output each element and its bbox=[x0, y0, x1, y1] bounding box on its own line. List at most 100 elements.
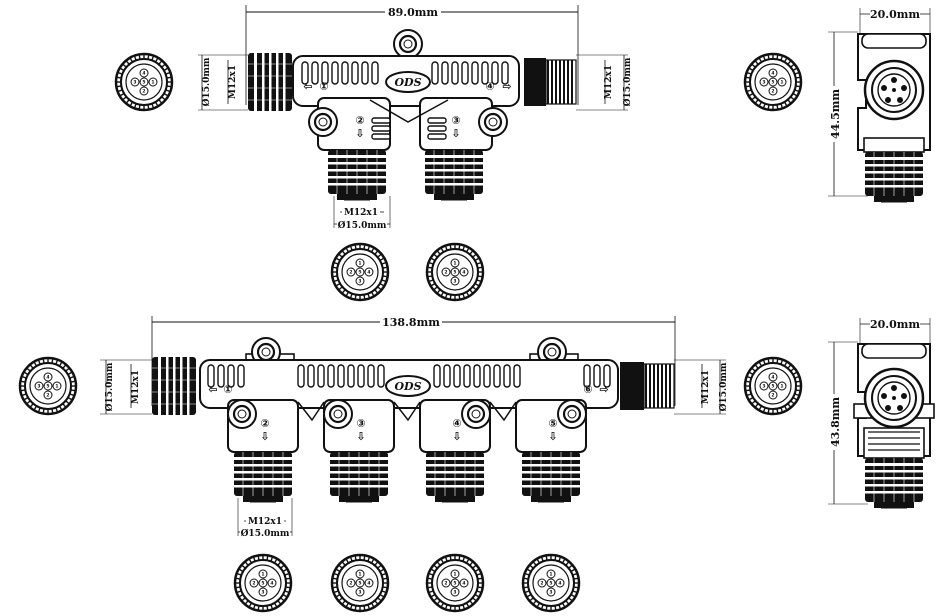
bottom-left-diameter: Ø15.0mm bbox=[104, 362, 115, 411]
pin-number: 1 bbox=[453, 572, 456, 578]
top-right-thread: M12x1 bbox=[604, 65, 614, 99]
pin-number: 4 bbox=[771, 71, 774, 77]
bottom-assembly: 138.8mm ODS bbox=[100, 314, 729, 539]
top-port-4-number: ④ bbox=[485, 80, 494, 93]
top-right-arrow: ⇨ bbox=[502, 80, 511, 93]
bottom-port-5-coupling-nut bbox=[521, 451, 581, 503]
pin-number: 1 bbox=[261, 572, 264, 578]
top-ods-logo bbox=[385, 71, 431, 93]
top-right-diameter: Ø15.0mm bbox=[622, 57, 633, 106]
bottom-port-3-coupling-nut bbox=[329, 451, 389, 503]
bottom-bottom-dimensions: M12x1 Ø15.0mm bbox=[237, 498, 293, 539]
pin-number: 2 bbox=[349, 581, 352, 587]
bottom-port-6-number: ⑥ bbox=[583, 383, 592, 396]
top-side-height-label: 44.5mm bbox=[829, 89, 842, 139]
bottom-left-dimensions: Ø15.0mm M12x1 bbox=[100, 359, 152, 415]
top-left-coupling-nut bbox=[247, 52, 293, 112]
bottom-ods-logo bbox=[385, 375, 431, 397]
top-port-2-arrow: ⇩ bbox=[355, 127, 364, 140]
pin-number: 3 bbox=[453, 590, 456, 596]
pin-number: 2 bbox=[771, 89, 774, 95]
bottom-bottom-diameter: Ø15.0mm bbox=[241, 528, 290, 539]
top-length-label: 89.0mm bbox=[388, 6, 438, 19]
pin-number: 2 bbox=[444, 270, 447, 276]
top-bottom-dimensions: M12x1 Ø15.0mm bbox=[333, 196, 391, 231]
pin-number: 1 bbox=[358, 572, 361, 578]
pin-number: 2 bbox=[771, 393, 774, 399]
pin-number: 5 bbox=[771, 80, 774, 86]
pin-number: 2 bbox=[142, 89, 145, 95]
top-port-3-coupling-nut bbox=[424, 149, 484, 201]
pin-number: 4 bbox=[771, 375, 774, 381]
top-left-thread: M12x1 bbox=[228, 65, 238, 99]
pin-number: 5 bbox=[549, 581, 552, 587]
pin-number: 2 bbox=[46, 393, 49, 399]
pin-number: 1 bbox=[780, 384, 783, 390]
pin-number: 1 bbox=[55, 384, 58, 390]
top-left-dimensions: Ø15.0mm M12x1 bbox=[198, 54, 248, 111]
top-side-width-label: 20.0mm bbox=[870, 8, 920, 21]
bottom-side-width-label: 20.0mm bbox=[870, 318, 920, 331]
pin-number: 3 bbox=[358, 279, 361, 285]
pin-number: 5 bbox=[46, 384, 49, 390]
pin-number: 5 bbox=[771, 384, 774, 390]
bottom-right-male-thread bbox=[643, 363, 675, 409]
top-port-1-number: ① bbox=[319, 80, 328, 93]
bottom-left-thread: M12x1 bbox=[131, 370, 141, 404]
top-left-diameter: Ø15.0mm bbox=[201, 57, 212, 106]
bottom-right-thread: M12x1 bbox=[701, 370, 711, 404]
bottom-port-5-number: ⑤ bbox=[548, 417, 557, 430]
pin-number: 5 bbox=[358, 270, 361, 276]
pin-number: 1 bbox=[151, 80, 154, 86]
pin-number: 3 bbox=[358, 590, 361, 596]
pin-number: 5 bbox=[453, 270, 456, 276]
bottom-port-2-coupling-nut bbox=[233, 451, 293, 503]
pin-number: 3 bbox=[549, 590, 552, 596]
pin-number: 4 bbox=[46, 375, 49, 381]
pin-number: 4 bbox=[462, 581, 465, 587]
pin-number: 1 bbox=[549, 572, 552, 578]
pin-number: 5 bbox=[142, 80, 145, 86]
pin-number: 4 bbox=[367, 581, 370, 587]
pin-number: 2 bbox=[349, 270, 352, 276]
bottom-ods-logo-text: ODS bbox=[394, 380, 421, 393]
top-assembly: 89.0mm ODS bbox=[198, 4, 633, 231]
bottom-port-3-number: ③ bbox=[356, 417, 365, 430]
pin-number: 3 bbox=[762, 384, 765, 390]
bottom-right-diameter: Ø15.0mm bbox=[718, 362, 729, 411]
bottom-port-2-number: ② bbox=[260, 417, 269, 430]
top-mounting-ear bbox=[392, 28, 424, 60]
bottom-length-label: 138.8mm bbox=[382, 316, 440, 329]
bottom-left-coupling-nut bbox=[151, 356, 197, 416]
pin-number: 2 bbox=[444, 581, 447, 587]
top-right-collar bbox=[524, 58, 546, 106]
pin-number: 3 bbox=[261, 590, 264, 596]
top-side-coupling-nut bbox=[864, 151, 924, 203]
top-side-view: 20.0mm 44.5mm bbox=[826, 7, 931, 203]
top-port-2-number: ② bbox=[355, 114, 364, 127]
bottom-side-view: 20.0mm 43.8mm bbox=[826, 317, 935, 509]
bottom-left-arrow: ⇦ bbox=[208, 383, 217, 396]
top-housing-ribs bbox=[371, 117, 447, 140]
top-port-3-number: ③ bbox=[451, 114, 460, 127]
top-port-2-coupling-nut bbox=[327, 149, 387, 201]
top-ods-logo-text: ODS bbox=[394, 76, 421, 89]
top-bottom-diameter: Ø15.0mm bbox=[338, 220, 387, 231]
bottom-port-4-arrow: ⇩ bbox=[452, 430, 461, 443]
top-port-3-arrow: ⇩ bbox=[451, 127, 460, 140]
pin-number: 4 bbox=[462, 270, 465, 276]
pin-number: 3 bbox=[37, 384, 40, 390]
pin-number: 4 bbox=[558, 581, 561, 587]
pin-number: 4 bbox=[367, 270, 370, 276]
bottom-side-height-label: 43.8mm bbox=[829, 397, 842, 447]
